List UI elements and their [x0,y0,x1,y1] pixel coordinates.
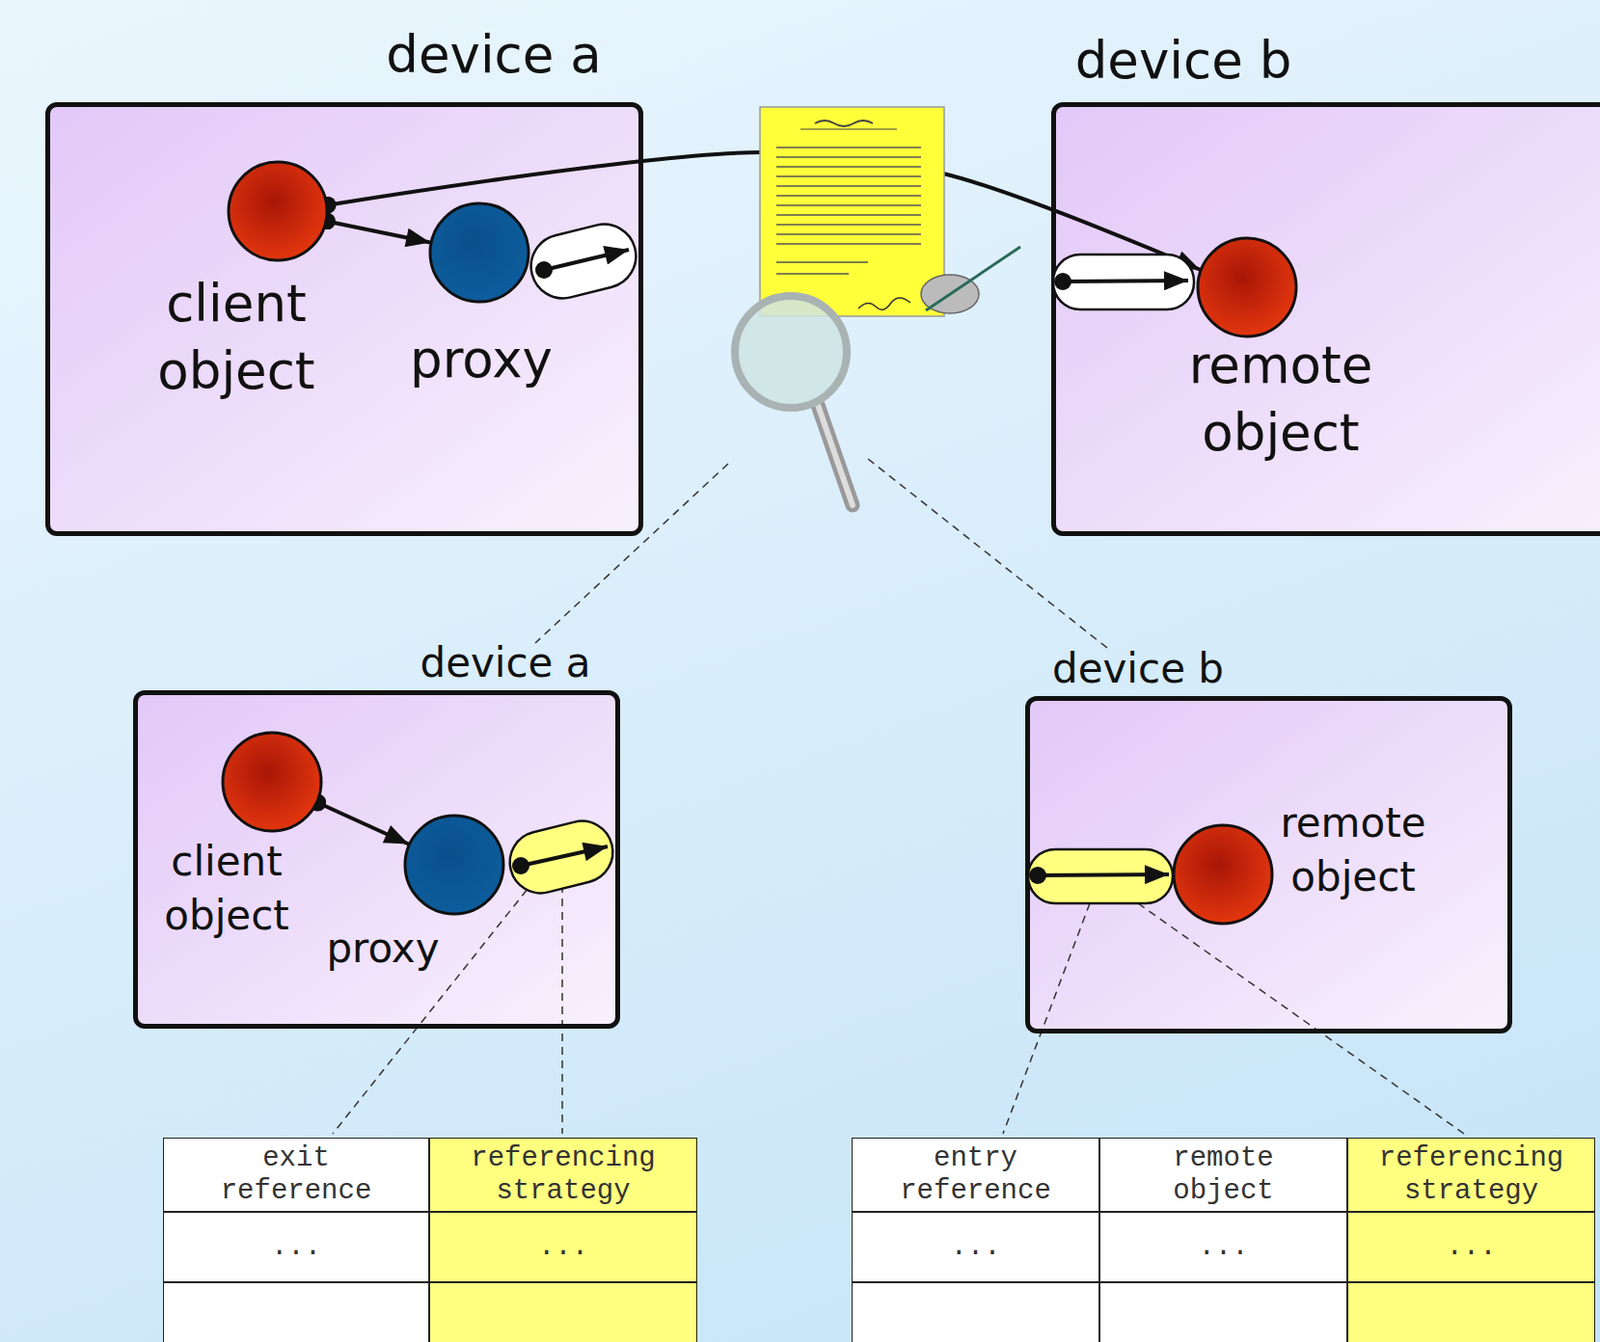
object-circle: remote object [1171,823,1275,926]
table-cell: ... [851,1212,1100,1283]
table-cell: remote object [1099,1138,1348,1213]
table-text: ... [538,1231,589,1264]
zoom-line [867,459,1108,649]
circle-outline [1197,238,1297,337]
table-text: referencing strategy [466,1142,660,1208]
device-title: device a [300,21,687,89]
document-scribble [814,120,873,127]
table-cell [162,1282,430,1342]
device-box: device bremote object [1025,696,1513,1034]
circle-shape [1195,236,1299,339]
table-cell: ... [1099,1212,1348,1283]
entry-reference-pill [1053,254,1194,310]
object-label: proxy [305,922,461,977]
circle-shape [1171,823,1275,926]
reference-arrow [1062,280,1189,282]
reference-arrow [1037,874,1169,876]
object-circle: client object [220,731,324,834]
table-text: exit reference [199,1142,393,1208]
device-box: device aclient objectproxy [133,690,621,1030]
table-cell: referencing strategy [429,1138,698,1213]
circle-shape [226,160,329,263]
entry-reference-pill [1028,849,1173,904]
table-cell: ... [1347,1212,1596,1283]
device-box: device bremote object [1051,102,1600,537]
leader-line [1138,903,1465,1135]
table-text: referencing strategy [1375,1142,1569,1208]
leader-line [332,879,536,1135]
exit-reference-pill [503,814,620,900]
object-circle: client object [226,160,329,263]
leader-line [1003,903,1090,1135]
device-title: device b [990,27,1377,95]
circle-shape [428,201,531,304]
magnifier-lens [734,296,847,408]
circle-outline [1173,825,1273,924]
table-cell: exit reference [162,1138,430,1213]
table-cell [1099,1282,1348,1342]
document-line [776,272,849,275]
device-box-fill [1053,104,1600,535]
circle-shape [403,813,506,917]
object-label: client object [130,270,343,407]
contract-document [759,107,945,317]
circle-shape [220,731,324,834]
object-circle: remote object [1195,236,1299,339]
table-text: remote object [1127,1142,1321,1208]
device-box-fill [135,692,619,1028]
device-title: device b [945,642,1331,697]
document-rule [800,128,897,130]
table-text: ... [1197,1231,1248,1264]
circle-outline [430,203,529,302]
device-box-fill [1027,698,1511,1032]
object-label: client object [139,835,314,944]
leader-line [561,885,564,1135]
table-cell [429,1282,698,1342]
table-cell [851,1282,1100,1342]
reference-connector [326,220,431,243]
device-box: device aclient objectproxy [45,102,644,537]
reference-arrow [543,249,629,271]
table-cell [1347,1282,1596,1342]
signature [858,298,911,310]
table-text: ... [271,1231,322,1264]
device-title: device a [312,636,699,691]
device-box-fill [47,104,642,535]
table-cell: entry reference [851,1138,1100,1213]
document-line [776,261,868,264]
table-text: entry reference [879,1142,1073,1208]
table-text: ... [1445,1231,1496,1264]
reference-arrow [520,846,608,867]
circle-outline [405,815,504,915]
table-text: ... [949,1231,1001,1264]
exit-reference-pill [524,217,644,306]
object-label: remote object [1271,796,1436,905]
object-label: remote object [1165,331,1397,468]
reference-connector [317,803,408,845]
pen [925,246,1021,311]
table-cell: ... [429,1212,698,1283]
circle-outline [222,732,322,832]
circle-outline [228,162,327,261]
table-cell: referencing strategy [1347,1138,1596,1213]
object-label: proxy [384,325,578,394]
zoom-line [535,463,729,644]
object-circle: proxy [403,813,506,917]
table-cell: ... [162,1212,430,1283]
object-circle: proxy [428,201,531,304]
magnifier-handle [817,405,853,506]
document-lines [776,142,926,249]
magnifier-handle-shine [817,405,853,506]
